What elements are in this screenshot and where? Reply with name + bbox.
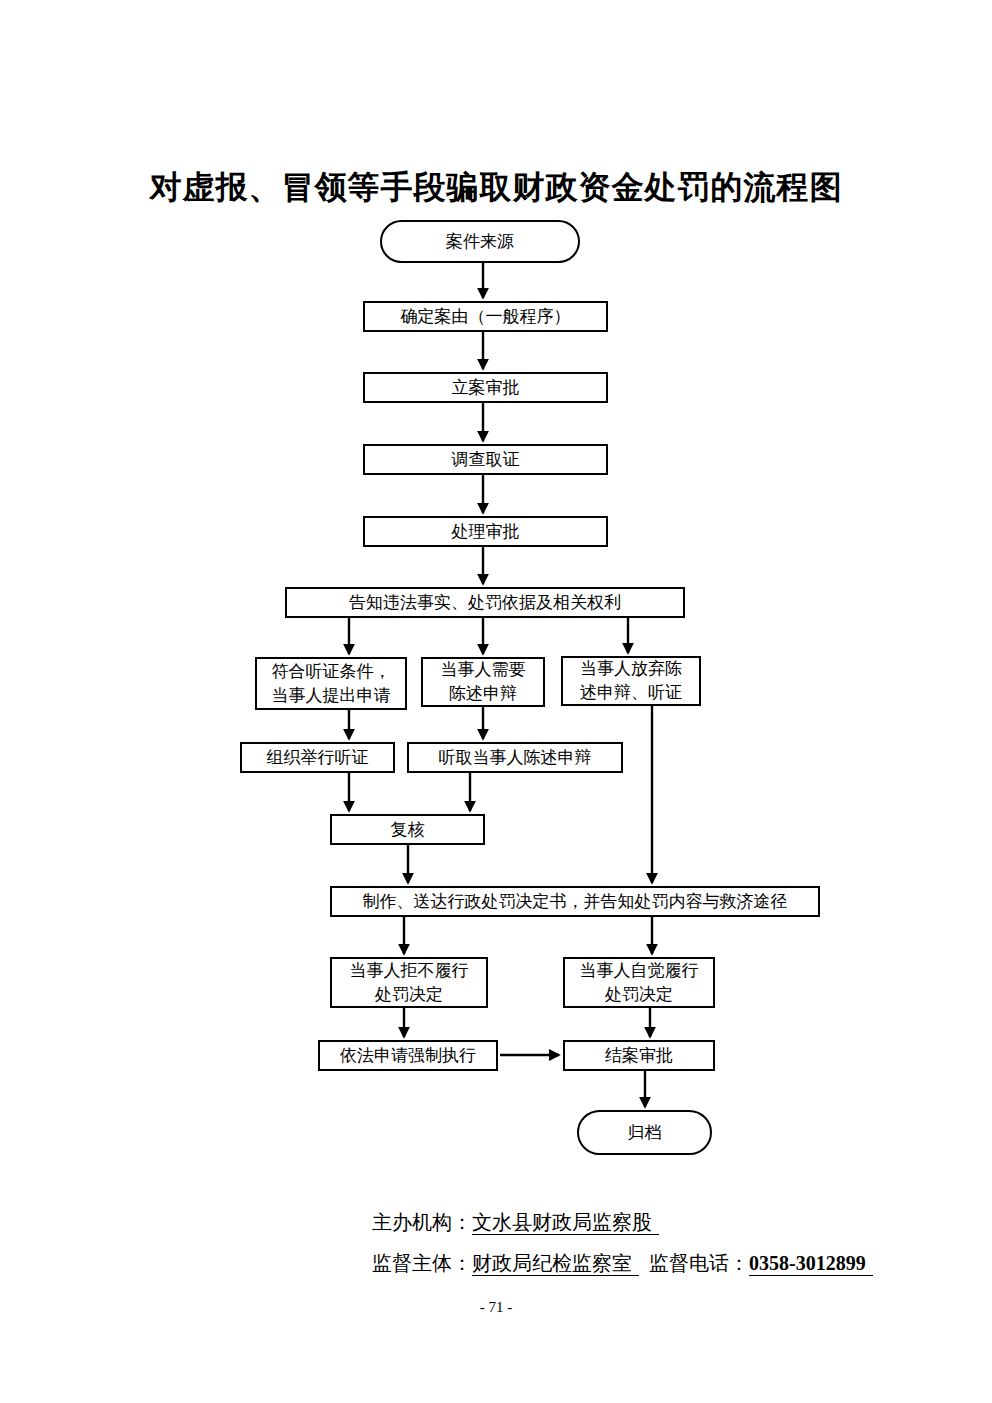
node-determine-cause: 确定案由（一般程序） — [363, 301, 608, 332]
supervisor-line: 监督主体：财政局纪检监察室监督电话：0358-3012899 — [372, 1243, 873, 1284]
organizer-label: 主办机构： — [372, 1211, 472, 1233]
node-case-filing-approval: 立案审批 — [363, 372, 608, 403]
node-penalty-decision: 制作、送达行政处罚决定书，并告知处罚内容与救济途径 — [330, 886, 820, 917]
supervisor-label: 监督主体： — [372, 1252, 472, 1274]
footer-info: 主办机构：文水县财政局监察股 监督主体：财政局纪检监察室监督电话：0358-30… — [372, 1202, 873, 1284]
node-case-source: 案件来源 — [380, 220, 580, 263]
node-waive-rights: 当事人放弃陈 述申辩、听证 — [561, 656, 701, 706]
page-number: - 71 - — [0, 1299, 992, 1316]
node-hear-statement: 听取当事人陈述申辩 — [407, 742, 623, 773]
node-voluntary-compliance: 当事人自觉履行 处罚决定 — [563, 957, 715, 1008]
node-review: 复核 — [330, 814, 485, 845]
node-case-closing: 结案审批 — [563, 1040, 715, 1071]
node-compulsory-enforcement: 依法申请强制执行 — [318, 1040, 498, 1071]
node-refuse-compliance: 当事人拒不履行 处罚决定 — [330, 957, 488, 1008]
node-investigation: 调查取证 — [363, 444, 608, 475]
node-notification: 告知违法事实、处罚依据及相关权利 — [285, 587, 685, 618]
supervisor-value: 财政局纪检监察室 — [472, 1252, 639, 1276]
node-archive: 归档 — [577, 1110, 712, 1155]
phone-value: 0358-3012899 — [749, 1252, 873, 1276]
node-hearing-application: 符合听证条件， 当事人提出申请 — [255, 657, 407, 710]
node-handling-approval: 处理审批 — [363, 516, 608, 547]
organizer-value: 文水县财政局监察股 — [472, 1211, 659, 1235]
organizer-line: 主办机构：文水县财政局监察股 — [372, 1202, 873, 1243]
node-statement-needed: 当事人需要 陈述申辩 — [421, 657, 545, 707]
node-hold-hearing: 组织举行听证 — [240, 742, 395, 773]
phone-label: 监督电话： — [649, 1252, 749, 1274]
